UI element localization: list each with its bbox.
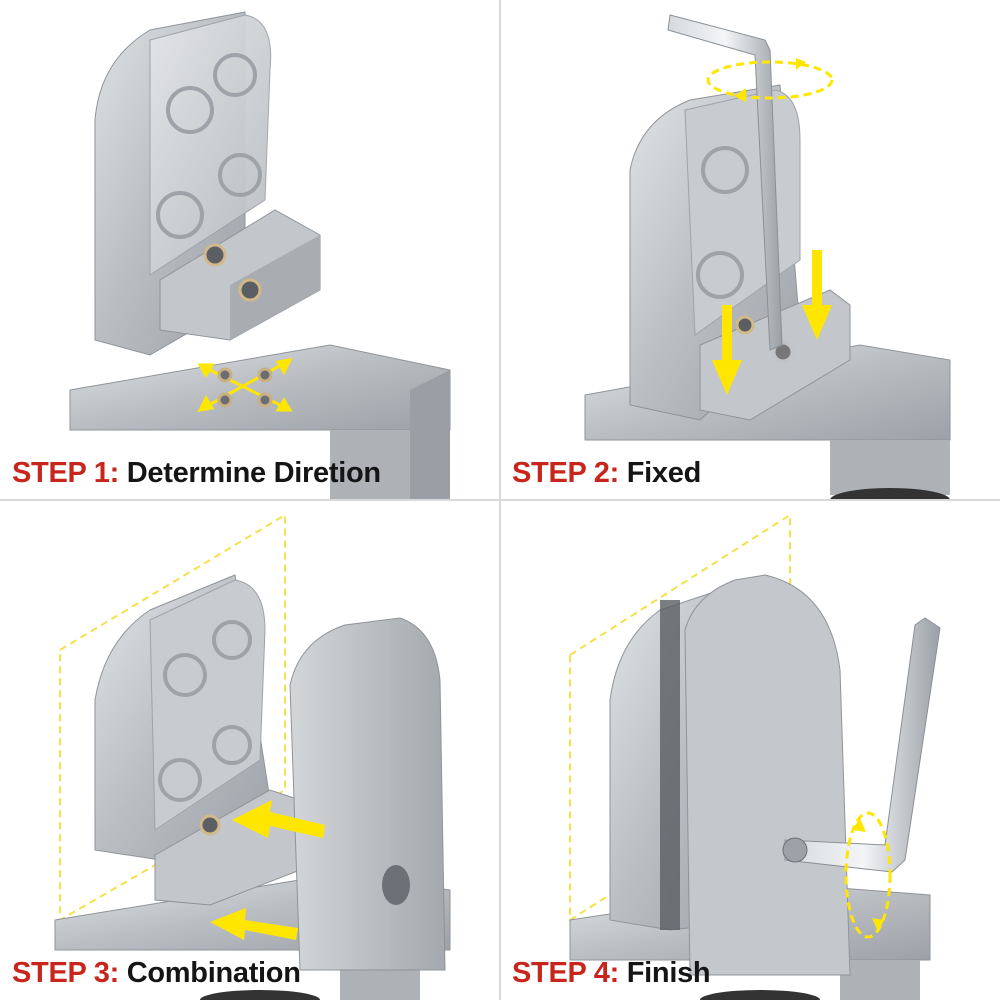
step-2-label: STEP 2: <box>512 457 619 489</box>
clamp-base <box>69 344 451 500</box>
step-4-illustration <box>569 513 941 1000</box>
front-cover <box>289 617 446 971</box>
four-way-arrow-icon <box>197 358 293 412</box>
step-1-panel: STEP 1: Determine Diretion <box>0 0 500 500</box>
glass-panel-guide-icon <box>59 513 286 922</box>
step-3-illustration <box>54 513 451 1000</box>
step-4-panel: STEP 4: Finish <box>500 500 1000 1000</box>
bracket-body <box>94 574 301 906</box>
step-4-label: STEP 4: <box>512 957 619 989</box>
down-arrow-icon <box>712 250 832 395</box>
rotation-arrow-icon <box>844 811 892 939</box>
step-3-panel: STEP 3: Combination <box>0 500 500 1000</box>
step-3-text: Combination <box>126 957 301 989</box>
bracket-body <box>94 11 321 356</box>
horizontal-divider <box>0 499 1000 501</box>
step-1-caption: STEP 1: Determine Diretion <box>12 457 381 490</box>
step-1-text: Determine Diretion <box>126 457 381 489</box>
step-4-text: Finish <box>626 957 711 989</box>
step-1-illustration <box>69 11 451 500</box>
hex-key-icon <box>667 14 783 351</box>
step-3-caption: STEP 3: Combination <box>12 957 301 990</box>
glass-panel-guide-icon <box>569 513 791 922</box>
left-arrow-icon <box>210 800 325 940</box>
step-2-caption: STEP 2: Fixed <box>512 457 701 490</box>
hex-key-icon <box>782 617 941 873</box>
bracket-body <box>609 574 851 976</box>
step-2-illustration <box>584 14 951 500</box>
step-4-caption: STEP 4: Finish <box>512 957 711 990</box>
rotation-arrow-icon <box>706 58 834 102</box>
step-2-text: Fixed <box>626 457 702 489</box>
step-2-panel: STEP 2: Fixed <box>500 0 1000 500</box>
step-3-label: STEP 3: <box>12 957 119 989</box>
step-1-label: STEP 1: <box>12 457 119 489</box>
